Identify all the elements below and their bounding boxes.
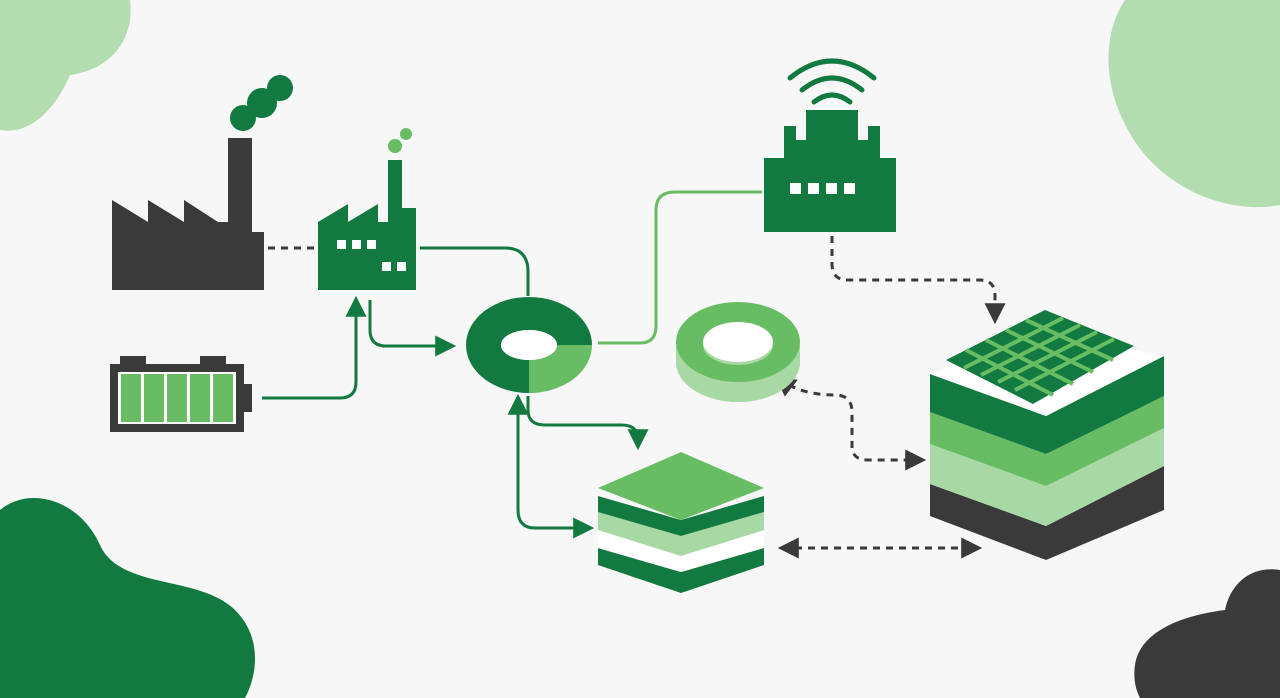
solar-panel-icon xyxy=(946,310,1134,404)
blob-top-right xyxy=(1108,0,1280,208)
smart-facility-icon xyxy=(764,58,896,232)
connections xyxy=(262,190,1006,559)
wireless-icon xyxy=(787,58,877,105)
connector-hub-stack xyxy=(526,396,649,451)
blob-bottom-right xyxy=(1134,569,1280,698)
solar-layer-stack-icon xyxy=(930,310,1164,560)
blob-bottom-left xyxy=(0,497,255,698)
connector-stack-hub xyxy=(507,393,595,539)
connector-hub-facility xyxy=(598,190,762,345)
connector-factory-hub-top xyxy=(420,246,530,296)
connector-battery-factory xyxy=(262,295,367,400)
connector-facility-solar xyxy=(830,236,1006,325)
small-layer-stack-icon xyxy=(598,452,764,593)
smokestack-factory-icon xyxy=(112,75,293,290)
ring-storage-icon xyxy=(676,302,800,402)
connector-factory-hub xyxy=(368,300,457,357)
connector-ring-solar xyxy=(774,375,927,471)
battery-icon xyxy=(110,356,252,432)
central-hub-ring-icon xyxy=(466,297,592,393)
blob-top-left xyxy=(0,0,131,131)
small-factory-icon xyxy=(318,128,416,290)
